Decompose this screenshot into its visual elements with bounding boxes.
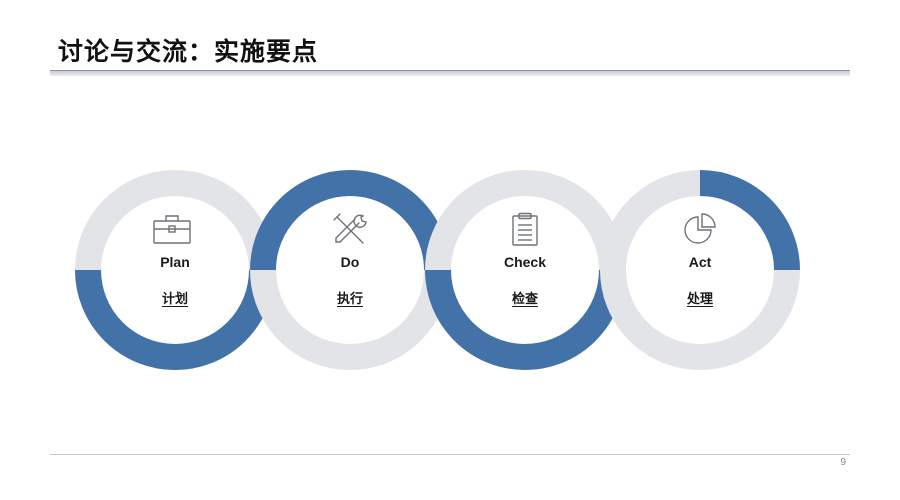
ring-check [425,170,625,370]
toolbox-icon [153,215,191,244]
ring-plan [75,170,275,370]
stage-label-check: 检查 [511,292,538,307]
pie-chart-icon [684,213,716,244]
page-number: 9 [840,457,846,468]
ring-check-arc [425,269,625,370]
title-underline-bar [50,70,850,76]
footer-divider [50,454,850,455]
slide-title: 讨论与交流：实施要点 [58,37,319,66]
ring-plan-arc [75,269,275,370]
clipboard-icon [512,212,538,246]
ring-act-arc [699,170,800,271]
stage-name-act: Act [688,254,712,270]
stage-label-plan: 计划 [161,292,188,307]
stage-name-check: Check [503,254,547,270]
ring-act [600,170,800,370]
tools-icon [333,213,367,244]
stage-label-act: 处理 [686,292,713,307]
stage-label-do: 执行 [336,292,363,307]
stage-name-plan: Plan [160,254,190,270]
ring-do [250,170,450,370]
stage-name-do: Do [340,254,360,270]
ring-do-arc [250,170,450,271]
